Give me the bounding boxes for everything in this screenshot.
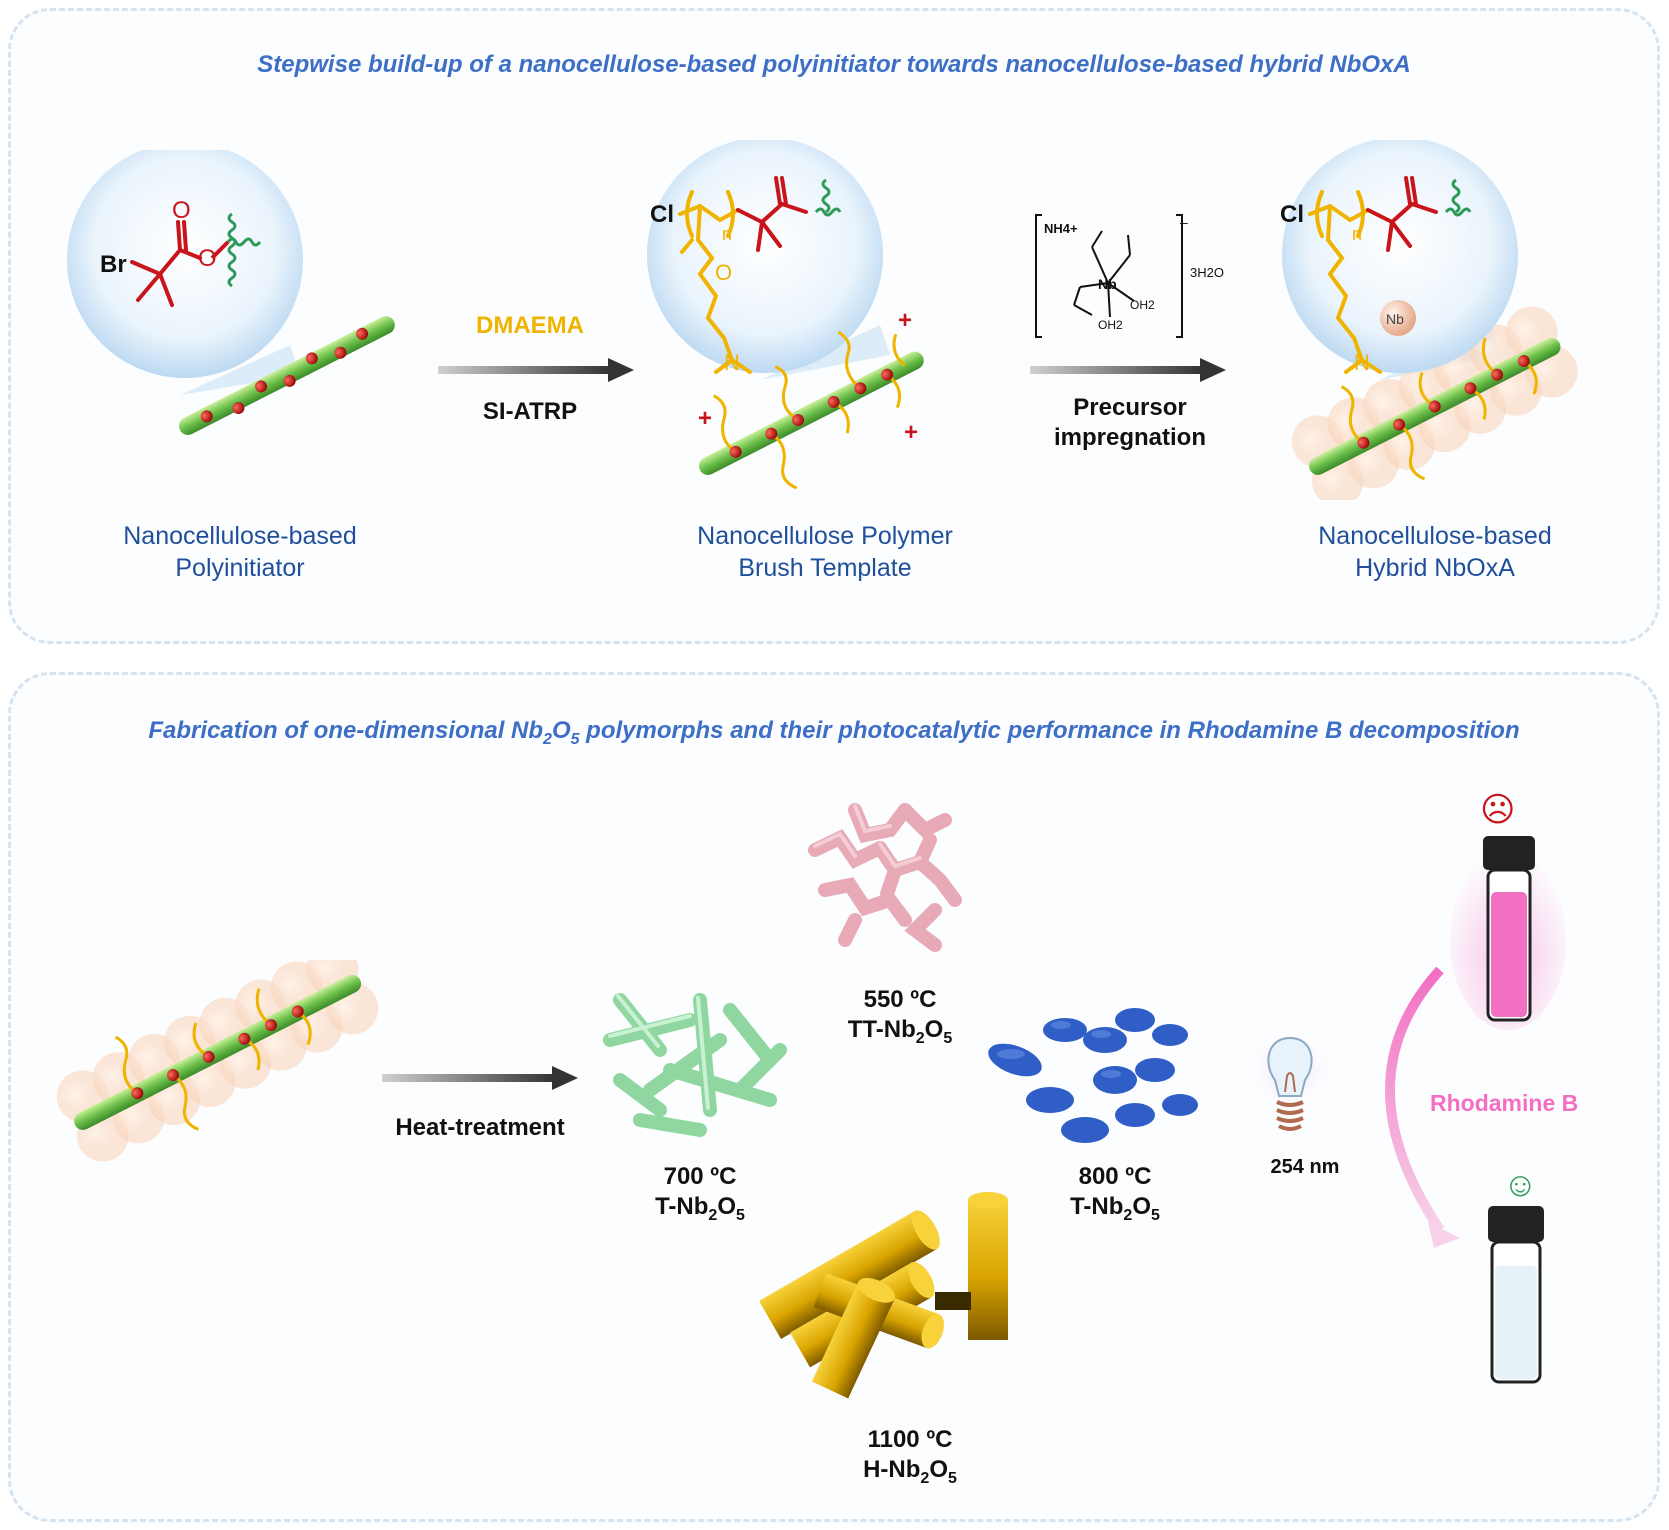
plus-charge: + bbox=[904, 419, 918, 446]
tt-nb2o5-particles bbox=[808, 803, 962, 952]
arrow-1 bbox=[438, 358, 634, 382]
hybrid-nboxa-illustration: Cl n N Nb bbox=[1280, 140, 1578, 500]
nb-ion-label: Nb bbox=[1386, 311, 1404, 327]
arrow-2 bbox=[1030, 358, 1226, 382]
plus-charge: + bbox=[698, 405, 712, 432]
atom-cl: Cl bbox=[650, 201, 674, 228]
rhodamine-b-label: Rhodamine B bbox=[1430, 1090, 1579, 1116]
h-nb2o5-particles bbox=[760, 1192, 1008, 1399]
heat-treatment-arrow bbox=[382, 1066, 578, 1090]
peach-sheath bbox=[1291, 306, 1578, 500]
nh4-cation: NH4+ bbox=[1044, 221, 1078, 236]
atom-cl: Cl bbox=[1280, 201, 1304, 228]
brush-template-label: Nanocellulose Polymer Brush Template bbox=[697, 522, 953, 582]
heat-treatment-label: Heat-treatment bbox=[395, 1114, 565, 1141]
wavelength-label: 254 nm bbox=[1270, 1156, 1340, 1178]
polymer-brush-illustration: Cl n N O bbox=[647, 140, 924, 490]
hybrid-nboxa-label: Nanocellulose-based Hybrid NbOxA bbox=[1318, 522, 1552, 582]
aqua-ligand: OH2 bbox=[1130, 298, 1155, 312]
subscript-n: n bbox=[1352, 224, 1362, 244]
atom-o-ester: O bbox=[198, 245, 217, 272]
nb-ion-badge bbox=[1380, 300, 1416, 336]
t-nb2o5-700-label: 700 ºC T-Nb2O5 bbox=[655, 1163, 745, 1224]
atom-o-carbonyl: O bbox=[172, 197, 191, 224]
nb-precursor-complex: NH4+ – Nb OH2 OH2 3H2O bbox=[1035, 214, 1224, 338]
svg-text:–: – bbox=[1180, 214, 1188, 230]
top-panel-title: Stepwise build-up of a nanocellulose-bas… bbox=[257, 51, 1411, 78]
zoom-bubble-2 bbox=[647, 140, 883, 373]
polyinitiator-label: Nanocellulose-based Polyinitiator bbox=[123, 522, 357, 582]
sad-face-icon: ☹ bbox=[1480, 791, 1516, 829]
water-count: 3H2O bbox=[1190, 265, 1224, 280]
atom-n: N bbox=[724, 350, 740, 375]
subscript-n: n bbox=[722, 224, 732, 244]
plus-charge: + bbox=[898, 307, 912, 334]
hybrid-rod-illustration bbox=[56, 960, 379, 1162]
zoom-bubble bbox=[67, 150, 303, 378]
cellulose-wave-icon bbox=[226, 212, 262, 288]
aqua-ligand: OH2 bbox=[1098, 318, 1123, 332]
t-nb2o5-700-particles bbox=[603, 993, 787, 1137]
polyinitiator-illustration: Br O O bbox=[67, 150, 395, 435]
atom-br: Br bbox=[100, 251, 127, 278]
h-nb2o5-label: 1100 ºC H-Nb2O5 bbox=[863, 1426, 957, 1487]
vial-decomposed bbox=[1488, 1206, 1544, 1384]
uv-lamp-icon bbox=[1250, 1030, 1330, 1131]
tt-nb2o5-label: 550 ºC TT-Nb2O5 bbox=[847, 986, 953, 1047]
precursor-impregnation-label: Precursor impregnation bbox=[1053, 394, 1206, 451]
t-nb2o5-800-particles bbox=[988, 1008, 1198, 1143]
vial-rhodamine bbox=[1450, 836, 1566, 1030]
condition-si-atrp: SI-ATRP bbox=[482, 398, 578, 425]
decomposition-arrow bbox=[1385, 966, 1460, 1248]
t-nb2o5-800-label: 800 ºC T-Nb2O5 bbox=[1070, 1163, 1160, 1224]
happy-face-icon: ☺ bbox=[1503, 1166, 1538, 1204]
bottom-panel-title: Fabrication of one-dimensional Nb2O5 pol… bbox=[148, 717, 1520, 748]
zoom-callout bbox=[180, 345, 300, 395]
atom-o-side: O bbox=[715, 260, 732, 285]
nb-center: Nb bbox=[1098, 276, 1117, 292]
atom-n: N bbox=[1354, 350, 1370, 375]
reagent-dmaema: DMAEMA bbox=[476, 312, 584, 339]
